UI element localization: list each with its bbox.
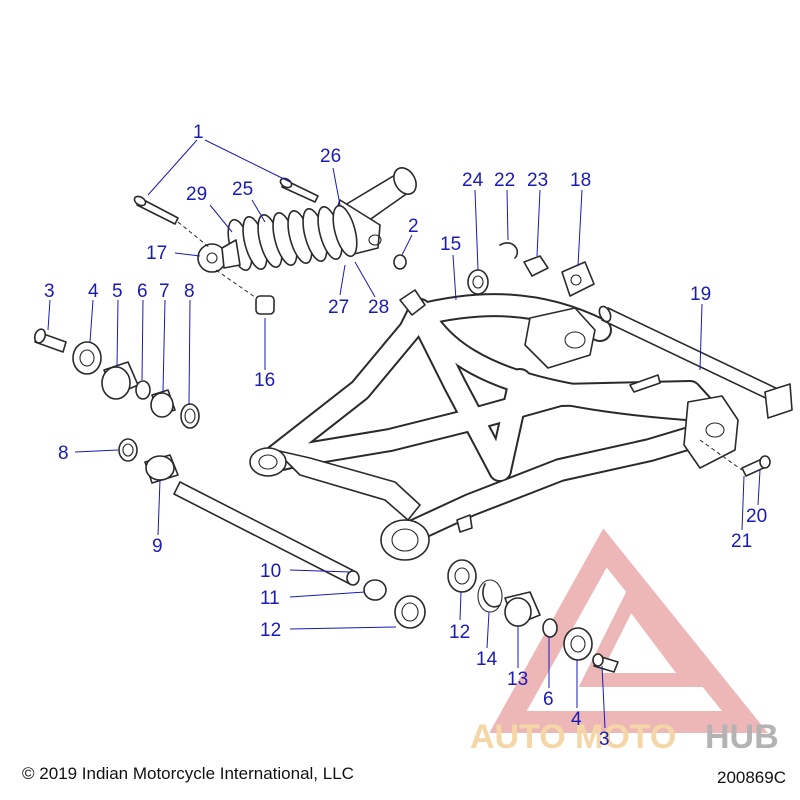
swingarm-frame bbox=[249, 289, 739, 561]
callout-8-top: 8 bbox=[184, 281, 195, 302]
watermark-logo: AUTO MOTO HUB bbox=[470, 528, 779, 756]
callout-17: 17 bbox=[146, 243, 167, 264]
callout-22: 22 bbox=[494, 170, 515, 191]
callout-8-lower: 8 bbox=[58, 443, 69, 464]
callout-labels: 1 26 29 25 17 2 27 28 16 24 22 23 18 15 … bbox=[44, 122, 767, 750]
callout-3-left: 3 bbox=[44, 281, 55, 302]
watermark-moto: MOTO bbox=[575, 718, 676, 756]
callout-12-right: 12 bbox=[449, 622, 470, 643]
callout-1: 1 bbox=[193, 122, 204, 143]
callout-16: 16 bbox=[254, 370, 275, 391]
copyright-notice: © 2019 Indian Motorcycle International, … bbox=[22, 764, 354, 783]
callout-19: 19 bbox=[690, 284, 711, 305]
callout-13: 13 bbox=[507, 669, 528, 690]
callout-15: 15 bbox=[440, 234, 461, 255]
watermark-hub: HUB bbox=[705, 718, 779, 756]
callout-4-left: 4 bbox=[88, 281, 99, 302]
callout-25: 25 bbox=[232, 179, 253, 200]
callout-2: 2 bbox=[408, 216, 419, 237]
drawing-number: 200869C bbox=[716, 768, 786, 787]
callout-3-right: 3 bbox=[599, 729, 610, 750]
callout-14: 14 bbox=[476, 649, 498, 670]
callout-6-right: 6 bbox=[543, 689, 554, 710]
leader-lines bbox=[47, 139, 761, 729]
callout-4-right: 4 bbox=[571, 709, 582, 730]
callout-10: 10 bbox=[260, 561, 281, 582]
callout-9: 9 bbox=[152, 536, 163, 557]
watermark-auto: AUTO bbox=[470, 718, 566, 756]
callout-29: 29 bbox=[186, 184, 207, 205]
callout-27: 27 bbox=[328, 297, 349, 318]
callout-28: 28 bbox=[368, 297, 389, 318]
shock-absorber bbox=[197, 167, 417, 273]
callout-11: 11 bbox=[260, 588, 280, 609]
watermark-triangle-inner bbox=[578, 586, 704, 687]
callout-24: 24 bbox=[462, 170, 484, 191]
callout-6-left: 6 bbox=[137, 281, 148, 302]
callout-26: 26 bbox=[320, 146, 341, 167]
hardware-parts bbox=[33, 177, 793, 673]
callout-18: 18 bbox=[570, 170, 591, 191]
callout-21: 21 bbox=[731, 531, 752, 552]
callout-23: 23 bbox=[527, 170, 548, 191]
callout-5: 5 bbox=[112, 281, 123, 302]
callout-20: 20 bbox=[746, 506, 767, 527]
callout-7: 7 bbox=[159, 281, 170, 302]
watermark-triangle-outer bbox=[489, 528, 768, 733]
callout-12-left: 12 bbox=[260, 620, 281, 641]
